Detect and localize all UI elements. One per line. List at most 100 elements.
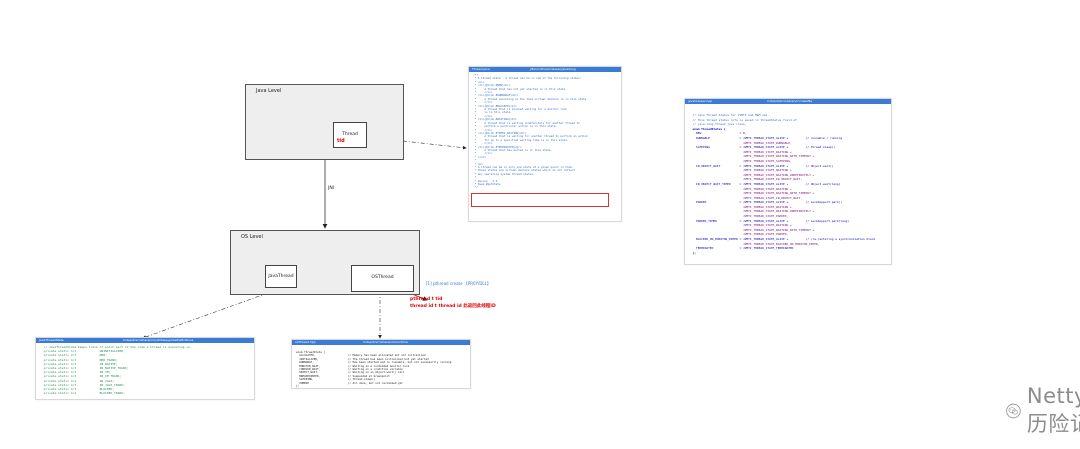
code-line: private static int NEW;	[40, 353, 107, 358]
code-line: };	[689, 250, 696, 255]
thread-status-panel: javaClasses.hpp hotspot/src/share/vm/cla…	[684, 98, 892, 265]
code-line: * <p>	[473, 161, 483, 166]
code-line: * <li>{@link #TIMED_WAITING}<br>	[473, 130, 527, 135]
code-line: JVMTI_THREAD_STATE_WAITING +	[689, 223, 792, 228]
code-line: IN_OBJECT_WAIT_TIMED = JVMTI_THREAD_STAT…	[689, 181, 841, 186]
code-line: JVMTI_THREAD_STATE_SLEEPING,	[689, 158, 792, 163]
code-line: OBJECT_WAIT, // Waiting on an Object.wai…	[296, 370, 405, 375]
code-line: private static int IN_VM_TRANS;	[40, 374, 122, 379]
pthread-tid-line: pthread t tid	[410, 297, 443, 302]
java-level-title: Java Level	[256, 88, 282, 94]
code-line: enum ThreadState {	[296, 350, 326, 354]
code-line: * </li>	[473, 100, 493, 105]
watermark-brand: Netty历险记	[1026, 384, 1080, 436]
os-level-title: OS Level	[241, 234, 263, 240]
panel-path: jdk/src/share/classes/java/lang	[529, 67, 576, 71]
panel-header: JavaThreadState hotspot/src/share/vm/uti…	[36, 338, 254, 343]
code-line: ZOMBIE // All done, but not reclaimed ye…	[296, 380, 403, 385]
code-line: private static int BLOCKED;	[40, 387, 115, 392]
code-line: JVMTI_THREAD_STATE_IN_OBJECT_WAIT,	[689, 177, 803, 182]
panel-path: hotspot/src/share/vm/runtime	[363, 340, 408, 344]
code-line: * is in this state.	[473, 110, 512, 115]
thread-to-state-doc-dashed	[366, 136, 467, 150]
code-line: JVMTI_THREAD_STATE_WAITING +	[689, 186, 792, 191]
jni-edge-label: JNI	[328, 186, 335, 191]
code-line: * @since 1.5	[473, 178, 498, 183]
code-line: // Java Thread Status for JVMTI and M&M …	[689, 113, 770, 117]
panel-header: osThread.hpp hotspot/src/share/vm/runtim…	[292, 340, 470, 345]
code-line: JVMTI_THREAD_STATE_WAITING +	[689, 149, 792, 154]
osthread-node: OSThread	[351, 265, 414, 292]
code-line: * </li>	[473, 90, 493, 95]
thread-tid-label: tid	[337, 138, 345, 144]
code-line: JVMTI_THREAD_STATE_BLOCKED_ON_MONITOR_EN…	[689, 241, 820, 246]
os-level-box: OS Level JavaThread OSThread	[230, 230, 420, 295]
code-line: BLOCKED_ON_MONITOR_ENTER = JVMTI_THREAD_…	[689, 237, 876, 242]
code-line: INITIALIZED, // The thread has been init…	[296, 356, 429, 361]
code-line: JVMTI_THREAD_STATE_WAITING_WITH_TIMEOUT …	[689, 191, 815, 196]
code-line: RUNNABLE, // Has been started and is run…	[296, 360, 452, 365]
panel-tab: Thread.java	[472, 67, 490, 71]
javathread-node: JavaThread	[265, 265, 297, 288]
code-line: * @see #getState	[473, 182, 501, 186]
osthread-label: OSThread	[371, 275, 394, 280]
code-line: IN_OBJECT_WAIT = JVMTI_THREAD_STATE_ALIV…	[689, 163, 834, 168]
code-line: JVMTI_THREAD_STATE_RUNNABLE,	[689, 140, 792, 145]
code-line: TERMINATED = JVMTI_THREAD_STATE_TERMINAT…	[689, 246, 794, 251]
code-line: MONITOR_WAIT, // Waiting on a contended …	[296, 363, 410, 368]
watermark: Netty历险记	[1006, 384, 1080, 438]
code-line: PARKED = JVMTI_THREAD_STATE_ALIVE + // L…	[689, 200, 843, 205]
panel-header: javaClasses.hpp hotspot/src/share/vm/cla…	[685, 99, 891, 104]
code-line: /**	[473, 73, 478, 77]
code-line: * <li>{@link #RUNNABLE}<br>	[473, 93, 519, 98]
code-line: private static int IN_VM;	[40, 370, 111, 375]
code-line: * <ul>	[473, 79, 485, 84]
osthread-state-panel: osThread.hpp hotspot/src/share/vm/runtim…	[291, 339, 471, 389]
code-line: * </ul>	[473, 154, 486, 159]
code-line: *	[473, 158, 477, 163]
code-line: * <li>{@link #BLOCKED}<br>	[473, 103, 517, 108]
thread-label: Thread	[342, 132, 358, 137]
thread-id-line: thread id t thread id 此返回此线程ID	[410, 304, 496, 309]
code-line: };	[296, 384, 300, 389]
code-line: * <li>{@link #TERMINATED}<br>	[473, 144, 522, 149]
code-line: JVMTI_THREAD_STATE_PARKED,	[689, 214, 789, 219]
code-line: * A thread that is blocked waiting for a…	[473, 107, 567, 112]
code-line: private static int BLOCKED_TRANS;	[40, 391, 125, 396]
javathread-to-enum-dashed	[142, 289, 277, 339]
code-line: * </li>	[473, 141, 493, 146]
java-level-box: Java Level Thread tid	[245, 84, 404, 160]
code-line: ALLOCATED, // Memory has been allocated …	[296, 353, 426, 358]
code-line: JVMTI_THREAD_STATE_WAITING +	[689, 168, 792, 173]
code-line: * </li>	[473, 113, 493, 118]
thread-node: Thread	[333, 122, 367, 148]
code-line: * perform a particular action is in this…	[473, 124, 558, 129]
code-line: // java.lang.Thread java class.	[689, 122, 747, 127]
code-line: * A thread that has exited is in this st…	[473, 147, 553, 152]
code-line: // This thread status info is saved in t…	[689, 117, 797, 122]
code-block: // JavaThreadState keeps track of which …	[40, 345, 254, 395]
panel-path: hotspot/src/share/vm/classfile	[767, 99, 813, 103]
code-line: private static int IN_NATIVE_TRANS;	[40, 366, 129, 371]
code-line: * A thread that has not yet started is i…	[473, 86, 567, 91]
highlight-box	[471, 193, 609, 207]
code-line: * <li>{@link #NEW}<br>	[473, 83, 511, 88]
panel-path: hotspot/src/share/vm/utilities/globalDef…	[123, 338, 194, 342]
code-line: private static int IN_NATIVE;	[40, 361, 118, 366]
code-block: enum ThreadState { ALLOCATED, // Memory …	[296, 350, 470, 389]
code-block: /** * A thread state. A thread can be in…	[473, 73, 621, 190]
javathread-state-panel: JavaThreadState hotspot/src/share/vm/uti…	[35, 337, 255, 400]
code-line: * A thread that is waiting for another t…	[473, 134, 588, 139]
code-line: JVMTI_THREAD_STATE_WAITING_WITH_TIMEOUT …	[689, 227, 815, 232]
code-line: JVMTI_THREAD_STATE_IN_OBJECT_WAIT,	[689, 195, 803, 200]
code-line: * </li>	[473, 151, 493, 156]
code-line: RUNNABLE = JVMTI_THREAD_STATE_ALIVE + //…	[689, 135, 843, 140]
code-line: JVMTI_THREAD_STATE_WAITING_WITH_TIMEOUT …	[689, 154, 815, 159]
code-line: NEW = 0,	[689, 131, 747, 136]
code-line: JVMTI_THREAD_STATE_WAITING_INDEFINITELY …	[689, 172, 815, 177]
panel-tab: JavaThreadState	[39, 338, 64, 342]
code-line: JVMTI_THREAD_STATE_PARKED,	[689, 232, 789, 237]
code-line: CONDVAR_WAIT, // Waiting on a condition …	[296, 367, 403, 372]
code-line: private static int UNINITIALIZED;	[40, 349, 125, 354]
code-line: private static int NEW_TRANS;	[40, 357, 118, 362]
